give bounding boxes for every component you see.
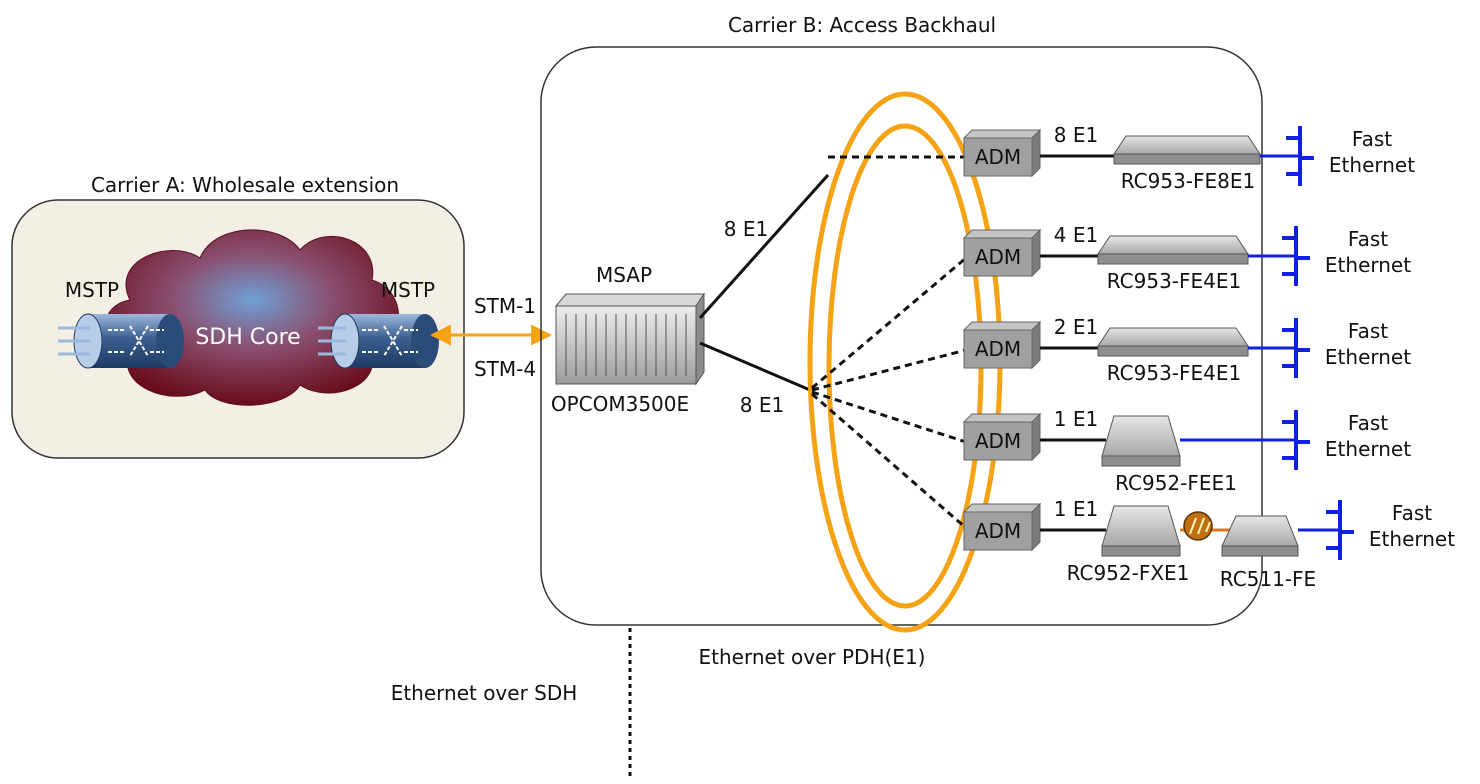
stm1-label: STM-1 <box>474 294 536 318</box>
adm-label: ADM <box>975 519 1021 543</box>
stm4-label: STM-4 <box>474 357 536 381</box>
lan-label-line2: Ethernet <box>1329 153 1415 177</box>
mstp-right-label: MSTP <box>381 278 435 302</box>
carrier-b-title: Carrier B: Access Backhaul <box>728 13 996 37</box>
adm-node: ADM <box>962 128 1042 178</box>
mstp-left: MSTP <box>58 278 184 369</box>
adm-node: ADM <box>962 228 1042 278</box>
msap-model-label: OPCOM3500E <box>551 392 689 416</box>
carrier-a-region: Carrier A: Wholesale extension SDH Core … <box>11 173 465 459</box>
trunk-lines: 8 E1 8 E1 <box>698 173 830 417</box>
device2-model-label: RC511-FE <box>1220 567 1316 591</box>
converter-device <box>1101 415 1181 467</box>
mstp-right: MSTP <box>318 278 439 369</box>
lan-label-line2: Ethernet <box>1369 527 1455 551</box>
lan-label-line1: Fast <box>1348 227 1388 251</box>
e1-label: 4 E1 <box>1054 223 1098 247</box>
lan-label-line1: Fast <box>1348 319 1388 343</box>
adm-label: ADM <box>975 429 1021 453</box>
converter-device <box>1097 235 1249 265</box>
carrier-a-title: Carrier A: Wholesale extension <box>91 173 399 197</box>
lan-label-line1: Fast <box>1352 127 1392 151</box>
converter-device <box>1101 505 1181 557</box>
e1-label: 2 E1 <box>1054 315 1098 339</box>
sdh-core-label: SDH Core <box>195 325 300 350</box>
adm-label: ADM <box>975 145 1021 169</box>
mstp-left-label: MSTP <box>65 278 119 302</box>
adm-node: ADM <box>962 320 1042 370</box>
ethernet-bus-icon <box>1282 318 1310 378</box>
lan-label-line2: Ethernet <box>1325 345 1411 369</box>
device-model-label: RC953-FE4E1 <box>1107 269 1241 293</box>
adm-node: ADM <box>962 502 1042 552</box>
ethernet-bus-icon <box>1326 500 1354 560</box>
device-model-label: RC953-FE8E1 <box>1121 169 1255 193</box>
lan-label-line1: Fast <box>1392 501 1432 525</box>
optical-transceiver-icon <box>1183 511 1213 541</box>
converter-device-2 <box>1221 515 1299 557</box>
msap-device: MSAP OPCOM3500E <box>551 263 705 416</box>
ethernet-bus-icon <box>1286 126 1314 186</box>
device-model-label: RC952-FEE1 <box>1115 471 1237 495</box>
e1-label: 1 E1 <box>1054 407 1098 431</box>
converter-device <box>1113 135 1261 165</box>
zones: Ethernet over SDH Ethernet over PDH(E1) <box>391 628 926 780</box>
lan-label-line2: Ethernet <box>1325 253 1411 277</box>
msap-label: MSAP <box>596 263 652 287</box>
carrier-b-region: Carrier B: Access Backhaul <box>540 13 1263 626</box>
stm-link: STM-1 STM-4 <box>429 294 553 381</box>
upper-trunk-label: 8 E1 <box>724 217 768 241</box>
adm-label: ADM <box>975 337 1021 361</box>
ethernet-bus-icon <box>1282 410 1310 470</box>
zone-pdh-label: Ethernet over PDH(E1) <box>699 645 926 669</box>
lan-label-line1: Fast <box>1348 411 1388 435</box>
adm-node: ADM <box>962 412 1042 462</box>
ethernet-bus-icon <box>1282 226 1310 286</box>
converter-device <box>1097 327 1249 357</box>
zone-sdh-label: Ethernet over SDH <box>391 681 578 705</box>
e1-label: 1 E1 <box>1054 497 1098 521</box>
lower-trunk-label: 8 E1 <box>740 393 784 417</box>
device-model-label: RC952-FXE1 <box>1067 561 1190 585</box>
e1-label: 8 E1 <box>1054 123 1098 147</box>
lan-label-line2: Ethernet <box>1325 437 1411 461</box>
device-model-label: RC953-FE4E1 <box>1107 361 1241 385</box>
ring-drops <box>811 155 967 530</box>
adm-label: ADM <box>975 245 1021 269</box>
